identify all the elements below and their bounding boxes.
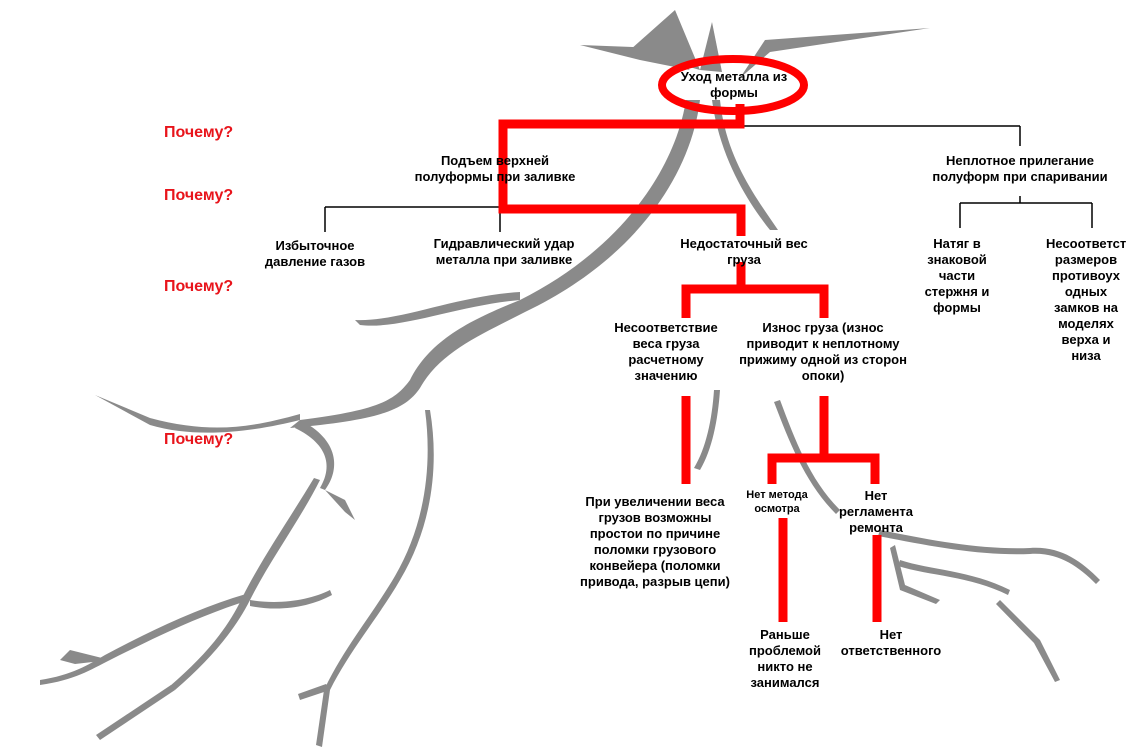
why-label-4: Почему? (164, 431, 234, 448)
why-label-3: Почему? (164, 278, 234, 295)
node-mismatch: Несоответствие размеров противоух одных … (1046, 236, 1126, 363)
node-wear: Износ груза (износ приводит к неплотному… (739, 320, 907, 383)
connector-lines (324, 125, 1093, 232)
node-no-owner: Нет ответственного (840, 627, 942, 658)
why-label-2: Почему? (164, 187, 234, 204)
node-downtime: При увеличении веса грузов возможны прос… (580, 494, 730, 589)
highlight-path (498, 104, 882, 622)
why-label-1: Почему? (164, 124, 234, 141)
node-lift: Подъем верхней полуформы при заливке (414, 153, 576, 184)
node-no-method: Нет метода осмотра (746, 489, 808, 515)
node-hydro: Гидравлический удар металла при заливке (433, 236, 575, 267)
node-weight: Недостаточный вес груза (680, 236, 808, 267)
node-nobody: Раньше проблемой никто не занимался (749, 627, 821, 690)
node-no-regulation: Нет регламента ремонта (838, 488, 914, 535)
node-tension: Натяг в знаковой части стержня и формы (924, 236, 990, 315)
node-gas: Избыточное давление газов (264, 238, 366, 269)
node-root: Уход металла из формы (680, 69, 788, 100)
node-calc: Несоответствие веса груза расчетному зна… (614, 320, 718, 383)
root-highlight-ellipse (658, 55, 808, 115)
node-gap: Неплотное прилегание полуформ при спарив… (932, 153, 1108, 184)
tree-illustration (40, 10, 1100, 747)
